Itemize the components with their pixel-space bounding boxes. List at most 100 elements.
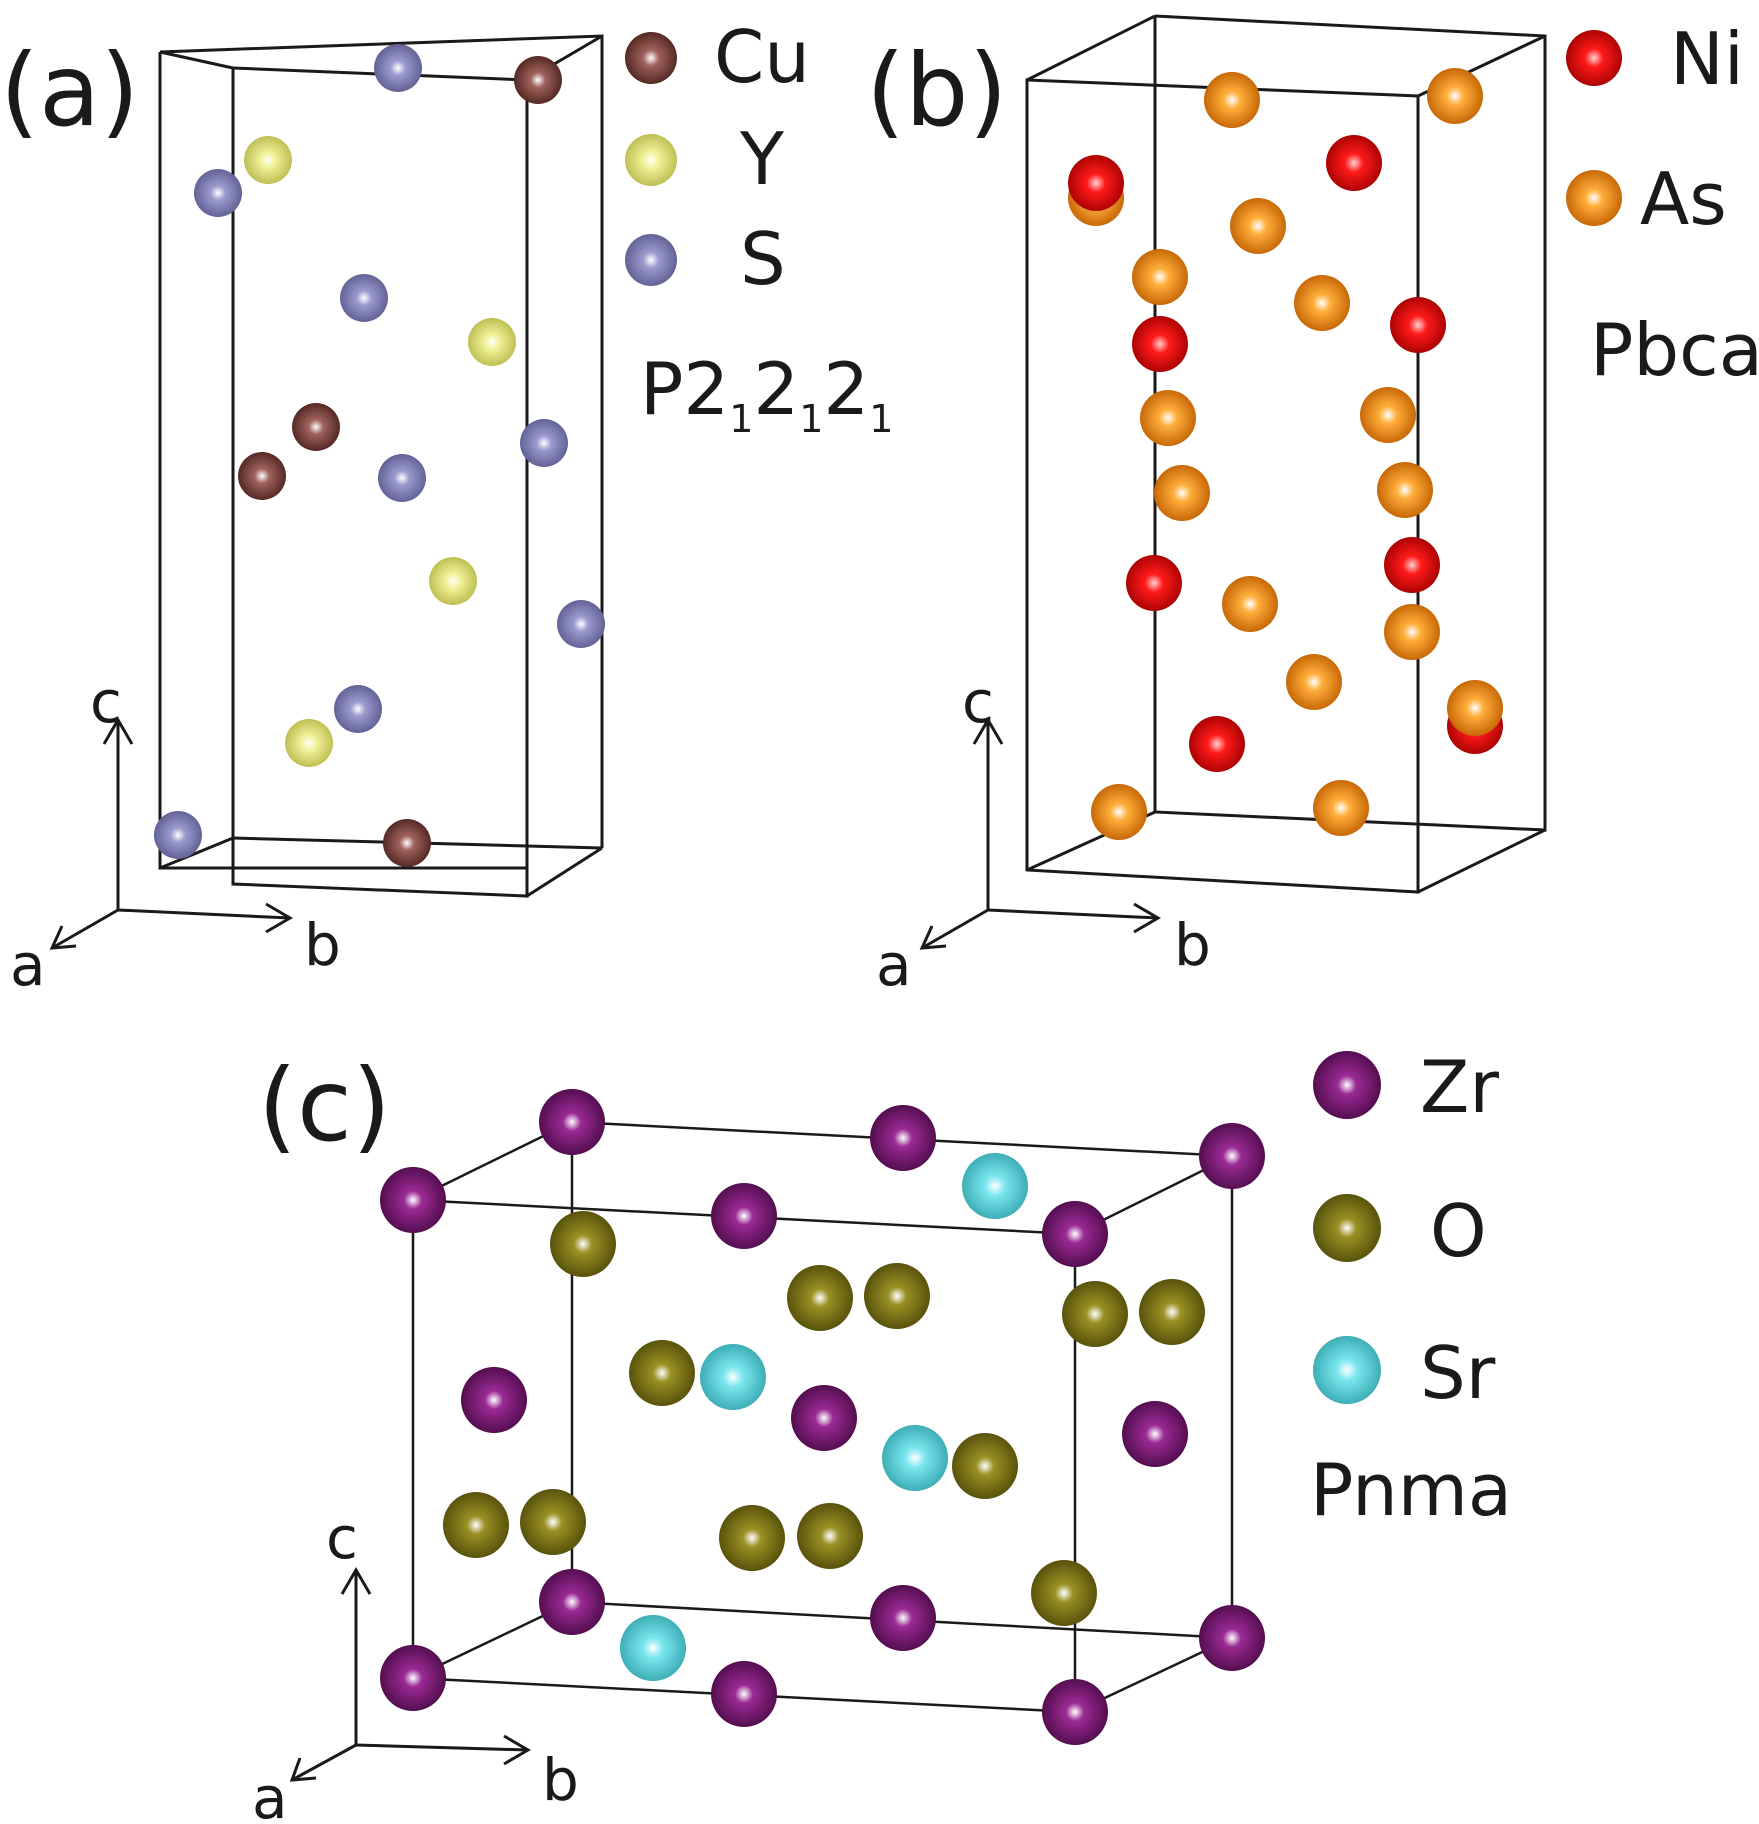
y-atom xyxy=(429,557,477,605)
as-atom xyxy=(1091,784,1147,840)
ni-atom xyxy=(1132,316,1188,372)
o-atom xyxy=(719,1505,785,1571)
o-atom xyxy=(520,1489,586,1555)
s-atom xyxy=(374,44,422,92)
o-atom xyxy=(443,1492,509,1558)
panel-c: (c) xyxy=(252,1045,1512,1824)
ni-legend-label: Ni xyxy=(1670,17,1744,101)
panel-b-axis-c-label: c xyxy=(962,668,994,736)
o-atom xyxy=(797,1503,863,1569)
panel-b-axes: c b a xyxy=(876,668,1211,999)
panel-a-axis-c-label: c xyxy=(90,668,122,736)
s-atom xyxy=(557,600,605,648)
panel-c-axis-a xyxy=(291,1743,357,1782)
ni-atom xyxy=(1126,555,1182,611)
zr-atom xyxy=(380,1167,446,1233)
panel-c-axis-b-label: b xyxy=(542,1746,579,1814)
panel-c-axis-a-arrow xyxy=(289,1757,317,1782)
sr-legend-swatch xyxy=(1313,1336,1381,1404)
zr-atom xyxy=(870,1585,936,1651)
panel-c-legend: Zr O Sr Pnma xyxy=(1310,1045,1512,1532)
as-atom xyxy=(1384,604,1440,660)
panel-a-cell-edge-1 xyxy=(159,50,234,70)
o-atom xyxy=(550,1211,616,1277)
zr-atom xyxy=(461,1367,527,1433)
cu-legend-label: Cu xyxy=(714,15,810,99)
as-atom xyxy=(1286,654,1342,710)
panel-a-unit-cell xyxy=(158,34,604,898)
panel-c-axis-c-arrow xyxy=(340,1567,372,1595)
s-legend-label: S xyxy=(740,217,786,301)
panel-b-atoms xyxy=(1068,68,1503,840)
ni-atom xyxy=(1068,155,1124,211)
as-atom xyxy=(1154,465,1210,521)
panel-b-axis-c-arrow xyxy=(972,717,1004,745)
panel-b-space-group: Pbca xyxy=(1590,308,1759,392)
panel-c-axis-a-label: a xyxy=(252,1764,288,1824)
s-atom xyxy=(154,811,202,859)
panel-b-axis-a xyxy=(921,908,989,950)
as-atom xyxy=(1377,462,1433,518)
s-atom xyxy=(334,685,382,733)
panel-b-cell-edge-1 xyxy=(1026,14,1156,82)
s-atom xyxy=(378,454,426,502)
zr-atom xyxy=(1199,1605,1265,1671)
s-atom xyxy=(194,169,242,217)
ni-atom xyxy=(1189,716,1245,772)
zr-atom xyxy=(1122,1401,1188,1467)
o-atom xyxy=(864,1263,930,1329)
panel-a-axes: c b a xyxy=(10,668,341,999)
panel-b-label: (b) xyxy=(866,32,1008,149)
zr-atom xyxy=(539,1089,605,1155)
panel-c-label: (c) xyxy=(258,1047,391,1164)
panel-b-axis-a-label: a xyxy=(876,931,912,999)
zr-atom xyxy=(870,1105,936,1171)
zr-atom xyxy=(1042,1201,1108,1267)
as-atom xyxy=(1204,72,1260,128)
s-legend-swatch xyxy=(625,234,677,286)
o-atom xyxy=(787,1265,853,1331)
sr-atom xyxy=(882,1425,948,1491)
y-atom xyxy=(468,318,516,366)
panel-a-legend: Cu Y S P212121 xyxy=(625,15,893,441)
cu-atom xyxy=(514,56,562,104)
as-atom xyxy=(1132,249,1188,305)
o-legend-label: O xyxy=(1430,1189,1487,1273)
panel-c-axis-b xyxy=(355,1743,529,1752)
cu-atom xyxy=(383,819,431,867)
o-legend-swatch xyxy=(1313,1194,1381,1262)
sr-legend-label: Sr xyxy=(1420,1331,1496,1415)
o-atom xyxy=(1062,1281,1128,1347)
panel-c-space-group: Pnma xyxy=(1310,1448,1512,1532)
as-atom xyxy=(1222,576,1278,632)
zr-atom xyxy=(791,1385,857,1451)
o-atom xyxy=(1139,1279,1205,1345)
zr-legend-swatch xyxy=(1313,1051,1381,1119)
o-atom xyxy=(629,1340,695,1406)
as-atom xyxy=(1294,275,1350,331)
panel-a-axis-b xyxy=(117,908,291,920)
zr-atom xyxy=(1042,1679,1108,1745)
y-legend-label: Y xyxy=(739,117,785,201)
y-atom xyxy=(244,136,292,184)
ni-atom xyxy=(1390,297,1446,353)
panel-b-legend: Ni As Pbca xyxy=(1566,17,1759,392)
as-atom xyxy=(1313,780,1369,836)
s-atom xyxy=(340,274,388,322)
cu-legend-swatch xyxy=(625,32,677,84)
panel-a-axis-c-arrow xyxy=(102,717,134,745)
panel-b-axis-b-arrow xyxy=(1133,902,1161,934)
panel-a-axis-a-label: a xyxy=(10,931,46,999)
panel-c-axes: c b a xyxy=(252,1504,579,1824)
as-atom xyxy=(1427,68,1483,124)
panel-a-cell-edge-4 xyxy=(526,846,603,898)
panel-b: (b) xyxy=(866,14,1759,999)
as-atom xyxy=(1230,198,1286,254)
y-atom xyxy=(285,719,333,767)
panel-b-axis-b xyxy=(987,908,1159,920)
panel-a-atoms xyxy=(154,44,605,867)
as-atom xyxy=(1140,390,1196,446)
panel-a: (a) xyxy=(0,15,893,999)
zr-legend-label: Zr xyxy=(1420,1045,1499,1129)
panel-a-space-group: P212121 xyxy=(640,347,893,441)
